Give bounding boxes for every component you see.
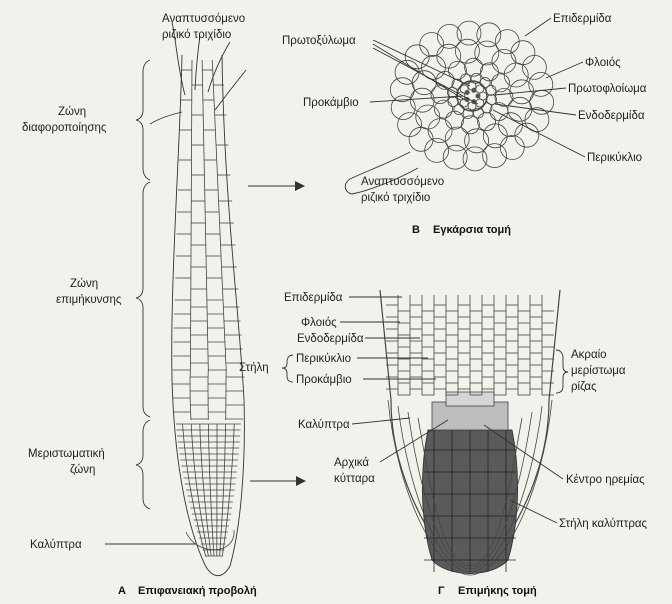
xylem-cell [476, 94, 481, 99]
panel-a-root [150, 22, 246, 576]
zone-elong-label-2: επιμήκυνσης [56, 294, 122, 306]
zone-merist-label-1: Μεριστωματική [28, 448, 105, 460]
c-cap-label: Καλύπτρα [298, 419, 350, 431]
zone-elong-bracket [136, 182, 150, 417]
b-leader-cortex [546, 62, 583, 78]
c-initials-label-2: κύτταρα [334, 473, 375, 485]
c-stele-label: Στήλη [239, 362, 269, 374]
root-hair [215, 70, 246, 110]
root-outline [172, 55, 245, 576]
c-cortex-label: Φλοιός [301, 317, 337, 329]
panel-c-longitudinal-section [380, 290, 560, 575]
b-leader-protophloem [495, 88, 566, 95]
zone-merist-label-2: ζώνη [70, 464, 95, 476]
c-apical-label-2: μερίστωμα [571, 365, 626, 377]
b-protophloem-label: Πρωτοφλοίωμα [568, 83, 647, 95]
cell-file-line [202, 60, 208, 420]
b-leader-epidermis [525, 18, 551, 36]
zone-merist-bracket [136, 420, 150, 509]
c-procambium-label: Προκάμβιο [296, 374, 352, 386]
c-stele-bracket [282, 355, 293, 382]
cell-file-line [190, 60, 192, 420]
caption-b-text: Εγκάρσια τομή [433, 224, 511, 236]
longitudinal-cells [380, 290, 560, 575]
cortex-cell [410, 88, 434, 112]
zone-diff-label-1: Ζώνη [58, 106, 86, 118]
zone-elong-label-1: Ζώνη [70, 278, 98, 290]
c-initials-label-1: Αρχικά [334, 457, 369, 469]
root-cell-grid [172, 60, 245, 420]
b-protoxylem-label: Πρωτοξύλωμα [282, 35, 356, 47]
c-apical-bracket [556, 350, 568, 393]
cortex-cell [416, 105, 440, 129]
epidermis-cell [409, 127, 433, 151]
cross-section-cells [390, 21, 553, 171]
cell-file-line [212, 60, 226, 420]
xylem-cell [471, 88, 476, 93]
cortex-cell [504, 63, 528, 87]
caption-c-text: Επιμήκης τομή [458, 585, 537, 597]
caption-b-letter: Β [412, 224, 420, 236]
c-apical-label-1: Ακραίο [571, 349, 607, 361]
caption-a-letter: Α [118, 585, 126, 597]
c-pericycle-label: Περικύκλιο [296, 353, 351, 365]
b-leader-protoxylem-2 [373, 44, 465, 100]
epidermis-cell [522, 55, 546, 79]
cortex-cell [483, 124, 507, 148]
xylem-cell [465, 90, 470, 95]
root-hair [195, 36, 200, 90]
b-root-hair-label-2: ριζικό τριχίδιο [361, 192, 430, 204]
arrow-to-c-head [296, 476, 306, 486]
meristem-cell-grid [176, 424, 241, 556]
root-hair-top-label-2: ριζικό τριχίδιο [162, 29, 231, 41]
root-hair [150, 112, 182, 124]
c-quiescent-label: Κέντρο ηρεμίας [566, 474, 645, 486]
epidermis-cell [529, 72, 553, 96]
b-pericycle-label: Περικύκλιο [587, 152, 642, 164]
root-hair [208, 42, 230, 92]
c-endodermis-label: Ενδοδερμίδα [297, 333, 364, 345]
arrow-to-b-head [295, 181, 305, 191]
cap-label-a: Καλύπτρα [30, 539, 82, 551]
b-endodermis-label: Ενδοδερμίδα [578, 110, 645, 122]
cortex-cell [465, 129, 489, 153]
epidermis-cell [398, 113, 422, 137]
c-apical-label-3: ρίζας [571, 381, 597, 393]
c-epidermis-label: Επιδερμίδα [284, 292, 343, 304]
b-procambium-label: Προκάμβιο [303, 97, 359, 109]
caption-a-text: Επιφανειακή προβολή [138, 585, 257, 597]
b-epidermis-label: Επιδερμίδα [553, 13, 612, 25]
zone-diff-bracket [136, 60, 150, 180]
cortex-cell [455, 39, 479, 63]
cortex-inner-cell [461, 116, 479, 134]
cortex-cell [437, 44, 461, 68]
b-cortex-label: Φλοιός [585, 57, 621, 69]
b-root-hair-label-1: Αναπτυσσόμενο [361, 176, 444, 188]
epidermis-cell [511, 41, 535, 65]
c-cap-stele-label: Στήλη καλύπτρας [559, 518, 648, 530]
caption-c-letter: Γ [438, 585, 445, 597]
cortex-inner-cell [465, 58, 483, 76]
zone-diff-label-2: διαφοροποίησης [22, 122, 107, 134]
c-leader-cap [352, 418, 410, 424]
root-hair-top-label-1: Αναπτυσσόμενο [162, 13, 245, 25]
